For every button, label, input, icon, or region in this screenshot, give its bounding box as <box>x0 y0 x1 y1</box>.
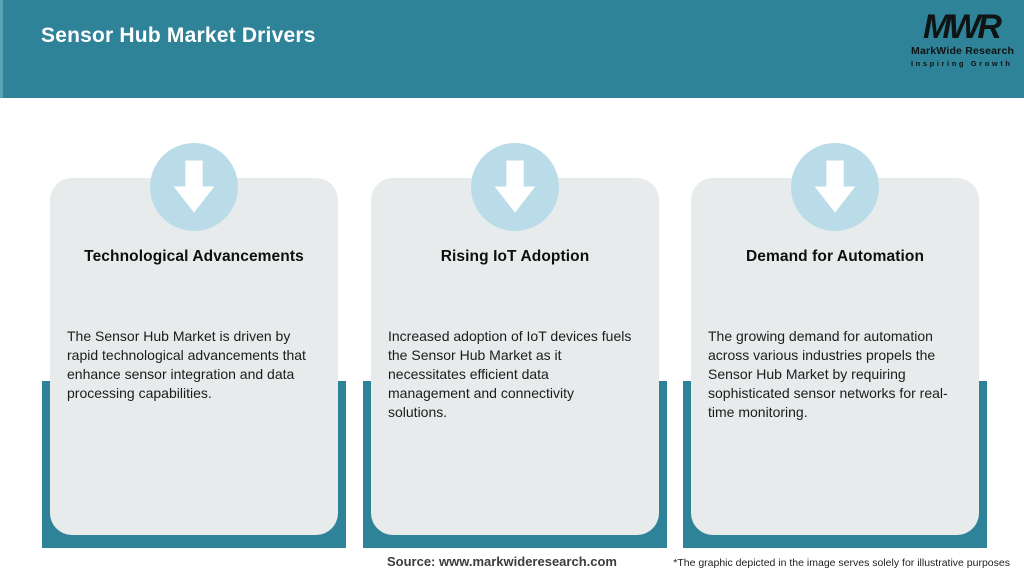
card-description: The Sensor Hub Market is driven by rapid… <box>67 328 306 401</box>
page-title: Sensor Hub Market Drivers <box>41 24 316 47</box>
source-attribution: Source: www.markwideresearch.com <box>386 554 617 569</box>
down-arrow-icon <box>494 160 536 213</box>
driver-card-demand-for-automation: Demand for Automation The growing demand… <box>691 178 979 535</box>
card-title: Rising IoT Adoption <box>440 248 590 265</box>
header-banner: Sensor Hub Market Drivers MWR MarkWide R… <box>0 0 1024 98</box>
card-title: Technological Advancements <box>84 248 304 265</box>
card-icon-badge <box>791 143 879 231</box>
card-icon-badge <box>471 143 559 231</box>
logo-tagline: Inspiring Growth <box>911 58 1013 68</box>
card-description: The growing demand for automation across… <box>708 328 948 420</box>
logo-company-name: MarkWide Research <box>911 45 1015 57</box>
logo-monogram: MWR <box>923 8 1002 46</box>
driver-card-technological-advancements: Technological Advancements The Sensor Hu… <box>50 178 338 535</box>
down-arrow-icon <box>814 160 856 213</box>
driver-card-rising-iot-adoption: Rising IoT Adoption Increased adoption o… <box>371 178 659 535</box>
card-title: Demand for Automation <box>745 248 925 265</box>
markwide-research-logo: MWR MarkWide Research Inspiring Growth <box>911 8 1015 68</box>
down-arrow-icon <box>173 160 215 213</box>
card-icon-badge <box>150 143 238 231</box>
card-description: Increased adoption of IoT devices fuels … <box>388 328 632 420</box>
disclaimer-note: *The graphic depicted in the image serve… <box>673 557 1010 569</box>
